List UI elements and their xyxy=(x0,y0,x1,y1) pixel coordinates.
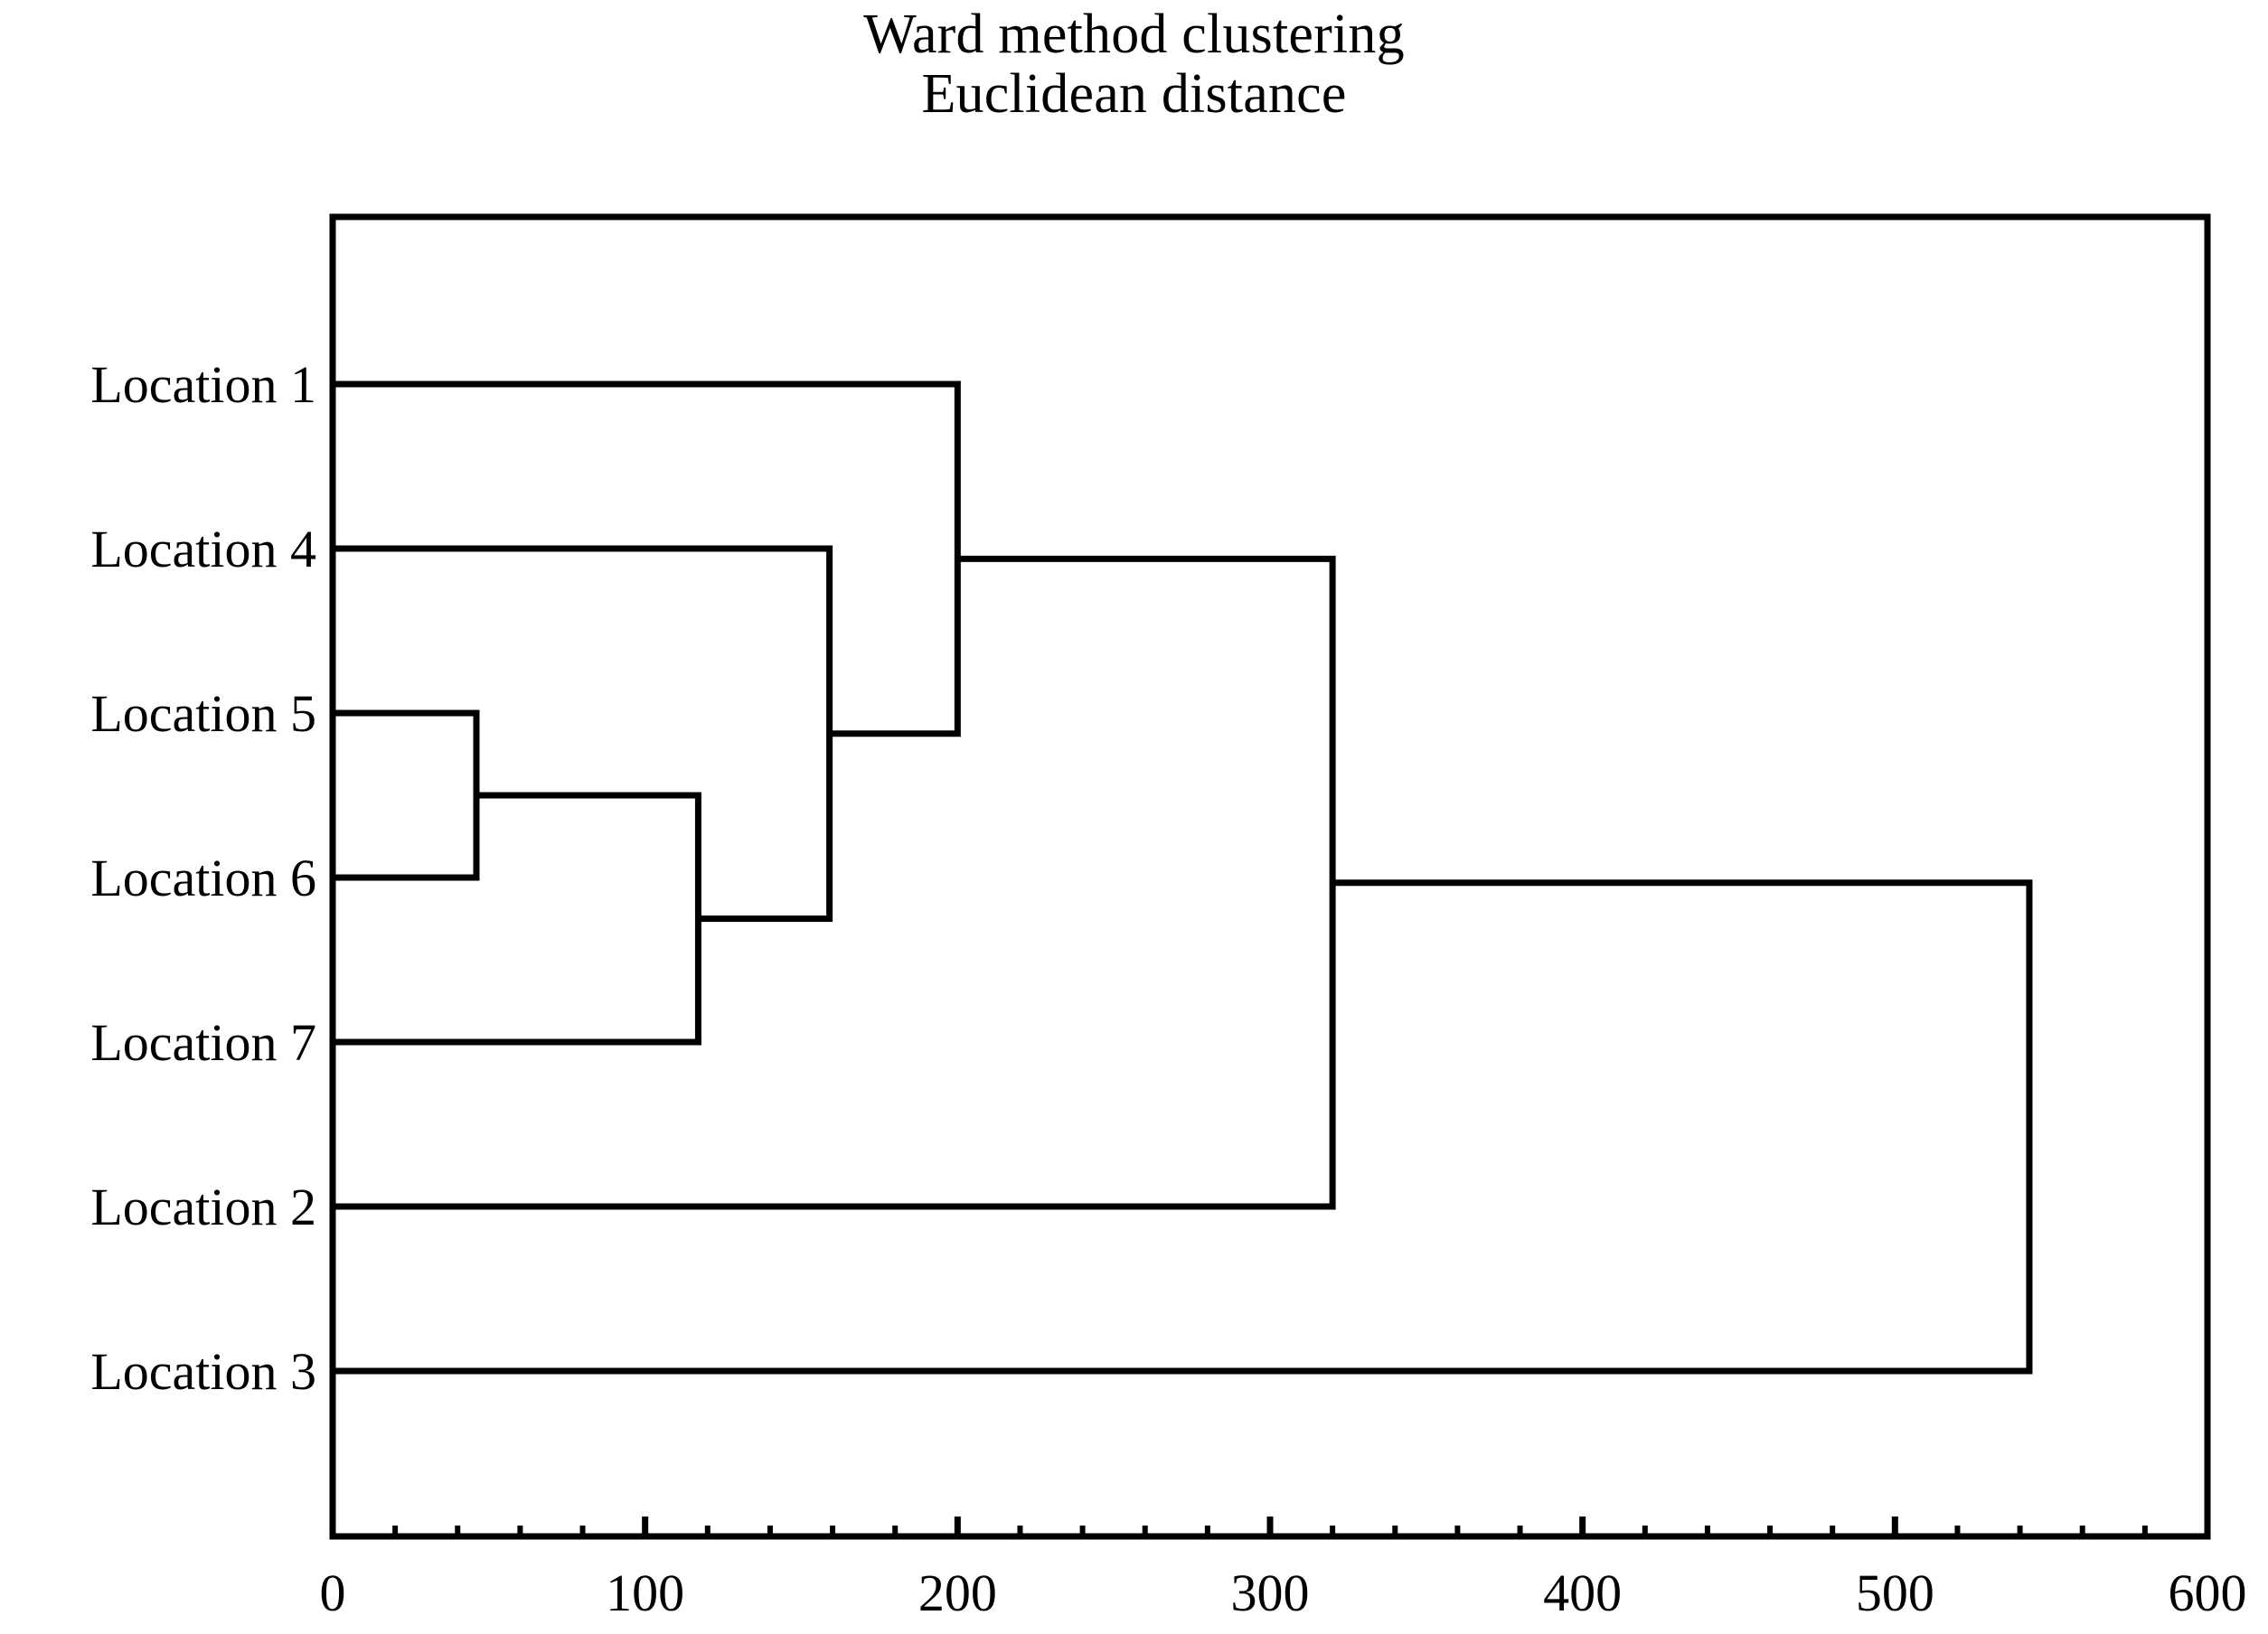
x-axis-tick-label: 200 xyxy=(918,1564,997,1622)
dendrogram-link xyxy=(333,709,480,881)
x-axis-tick-label: 300 xyxy=(1231,1564,1310,1622)
plot-frame xyxy=(329,213,2211,1540)
leaf-label: Location 7 xyxy=(90,1013,316,1072)
leaf-label: Location 6 xyxy=(90,849,316,907)
dendrogram-link xyxy=(333,879,2033,1375)
leaf-label: Location 1 xyxy=(90,355,316,414)
leaf-label: Location 4 xyxy=(90,520,316,578)
dendrogram-link xyxy=(333,555,1336,1210)
title-line-2: Euclidean distance xyxy=(921,62,1347,125)
title-line-1: Ward method clustering xyxy=(863,4,1405,65)
leaf-label: Location 3 xyxy=(90,1342,316,1401)
leaf-labels: Location 1 Location 4 Location 5 Location 6… xyxy=(90,355,316,1401)
x-axis-ticks xyxy=(329,1517,2211,1536)
x-axis-tick-label: 0 xyxy=(320,1564,346,1622)
dendrogram-link xyxy=(333,380,961,737)
leaf-label: Location 2 xyxy=(90,1178,316,1236)
dendrogram-links xyxy=(333,380,2033,1375)
x-axis-tick-labels: 0 100 200 300 400 500 600 xyxy=(320,1564,2247,1622)
x-axis-tick-label: 600 xyxy=(2169,1564,2247,1622)
dendrogram-link xyxy=(333,792,701,1046)
x-axis-tick-label: 500 xyxy=(1856,1564,1934,1622)
leaf-label: Location 5 xyxy=(90,684,316,743)
x-axis-tick-label: 400 xyxy=(1543,1564,1622,1622)
dendrogram-link xyxy=(333,545,833,922)
x-axis-tick-label: 100 xyxy=(606,1564,684,1622)
page-title: Ward method clustering Euclidean distanc… xyxy=(0,5,2268,124)
